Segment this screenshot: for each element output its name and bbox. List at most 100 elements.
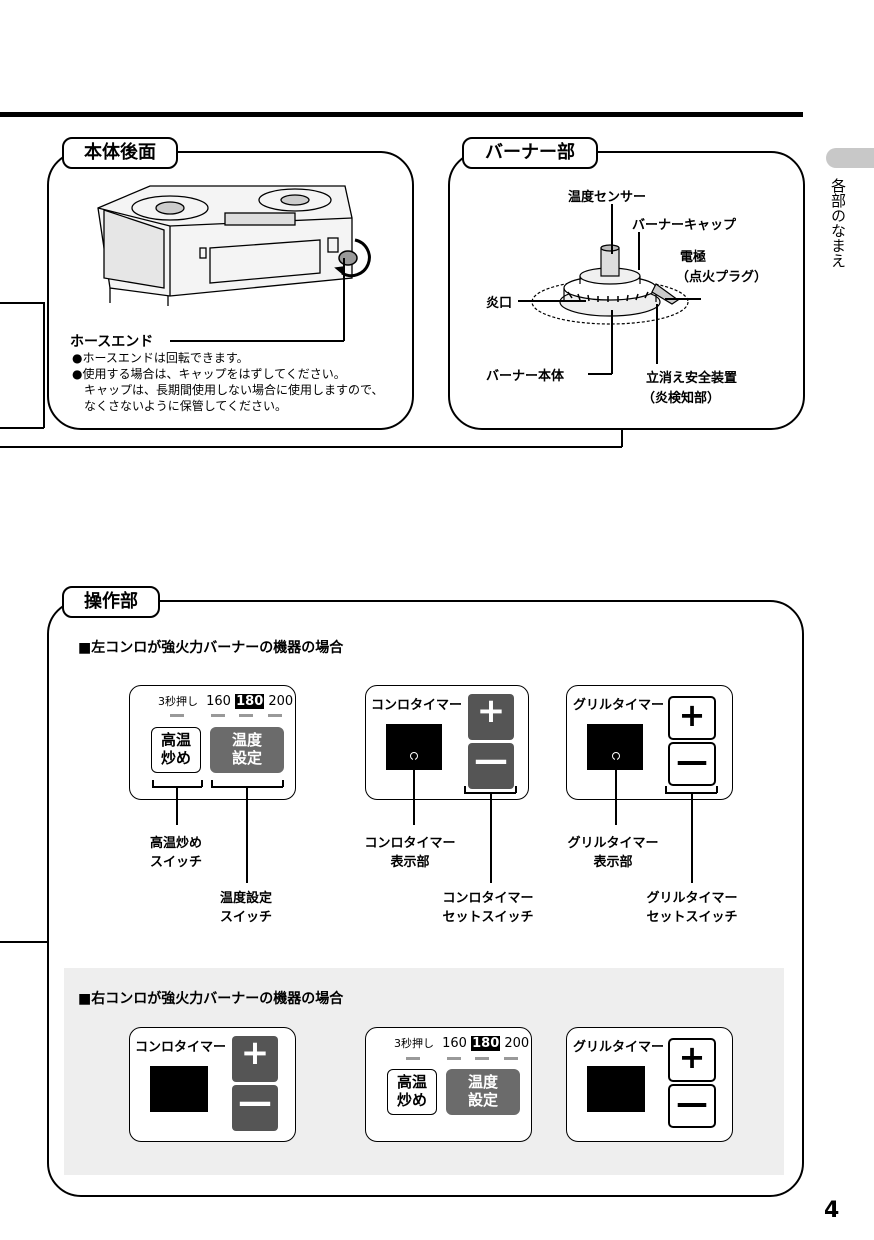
bracket	[464, 786, 466, 793]
konro-plus-button-right[interactable]: +	[232, 1036, 278, 1082]
hose-label: ホースエンド	[70, 334, 154, 350]
temp-set-button[interactable]: 温度 設定	[210, 727, 284, 773]
label-flame-port: 炎口	[486, 296, 513, 311]
bracket	[152, 780, 154, 787]
konro-plus-button[interactable]: +	[468, 694, 514, 740]
hose-note-1: ●ホースエンドは回転できます。	[72, 351, 249, 365]
callout-grill-set-2: セットスイッチ	[646, 910, 738, 925]
leader	[518, 300, 586, 302]
indicator	[239, 714, 253, 717]
bracket	[201, 780, 203, 787]
callout-temp-set-1: 温度設定	[219, 891, 272, 906]
burner-tab: バーナー部	[462, 137, 598, 169]
press3-label: 3秒押し	[158, 695, 198, 708]
label-flame-detector: （炎検知部）	[642, 391, 721, 406]
hose-note-4: なくさないように保管してください。	[84, 399, 288, 413]
konro-minus-button[interactable]: —	[468, 743, 514, 789]
bracket	[152, 786, 202, 788]
konro-timer-title: コンロタイマー	[371, 698, 463, 713]
label-electrode: 電極	[680, 250, 707, 265]
temp-160-right: 160	[442, 1036, 467, 1051]
high-temp-button-line-2: 炒め	[160, 749, 191, 767]
high-temp-button-right-line-2: 炒め	[396, 1091, 427, 1109]
callout-konro-disp-2: 表示部	[390, 855, 430, 870]
side-tab-label: 各部のなまえ	[829, 178, 847, 268]
bracket	[515, 786, 517, 793]
grill-plus-button-right[interactable]: +	[668, 1038, 716, 1082]
temp-180: 180	[235, 694, 265, 709]
callout-grill-disp: グリルタイマー 表示部	[553, 832, 673, 870]
hose-leader	[170, 340, 344, 342]
left-heading: ■左コンロが強火力バーナーの機器の場合	[78, 640, 344, 656]
page-number: 4	[824, 1198, 840, 1223]
leader	[656, 304, 658, 364]
callout-konro-set-2: セットスイッチ	[442, 910, 534, 925]
stove-rear-illustration	[97, 185, 371, 306]
hose-note-2: ●使用する場合は、キャップをはずしてください。	[72, 367, 346, 381]
hose-note-3: キャップは、長期間使用しない場合に使用しますので、	[84, 383, 384, 397]
indicator	[504, 1057, 518, 1060]
leader	[413, 758, 415, 825]
callout-konro-set: コンロタイマー セットスイッチ	[428, 887, 548, 925]
high-temp-button[interactable]: 高温 炒め	[151, 727, 201, 773]
connector-line	[0, 427, 44, 429]
konro-minus-button-right[interactable]: —	[232, 1085, 278, 1131]
grill-timer-display-right	[587, 1066, 645, 1112]
callout-konro-disp: コンロタイマー 表示部	[350, 832, 470, 870]
indicator	[170, 714, 184, 717]
label-burner-body: バーナー本体	[486, 369, 565, 384]
label-ignition-plug: （点火プラグ）	[676, 270, 768, 285]
leader	[615, 758, 617, 825]
grill-minus-button[interactable]: —	[668, 742, 716, 786]
temp-row-right: 3秒押し 160 180 200	[394, 1035, 529, 1051]
header-rule	[0, 112, 803, 117]
high-temp-button-right[interactable]: 高温 炒め	[387, 1069, 437, 1115]
grill-minus-button-right[interactable]: —	[668, 1084, 716, 1128]
temp-180-right: 180	[471, 1036, 501, 1051]
leader	[176, 787, 178, 825]
right-heading: ■右コンロが強火力バーナーの機器の場合	[78, 991, 344, 1007]
konro-timer-display-right	[150, 1066, 208, 1112]
konro-timer-title-right: コンロタイマー	[135, 1040, 227, 1055]
ops-tab: 操作部	[62, 586, 160, 618]
temp-200: 200	[268, 694, 294, 709]
temp-set-button-right-line-2: 設定	[467, 1091, 498, 1109]
high-temp-button-right-line-1: 高温	[396, 1073, 427, 1091]
leader	[588, 373, 612, 375]
leader	[490, 793, 492, 883]
bracket	[665, 792, 717, 794]
label-safety-device: 立消え安全装置	[646, 371, 738, 386]
indicator	[211, 714, 225, 717]
leader	[638, 232, 640, 270]
leader	[691, 793, 693, 883]
connector-line	[621, 428, 623, 447]
indicator	[268, 714, 282, 717]
temp-set-button-line-1: 温度	[231, 731, 262, 749]
bracket	[464, 792, 516, 794]
indicator	[406, 1057, 420, 1060]
label-temp-sensor: 温度センサー	[568, 190, 647, 205]
high-temp-button-line-1: 高温	[160, 731, 191, 749]
temp-row-left: 3秒押し 160 180 200	[158, 693, 293, 709]
callout-high-temp-2: スイッチ	[149, 855, 202, 870]
temp-set-button-right[interactable]: 温度 設定	[446, 1069, 520, 1115]
callout-grill-disp-2: 表示部	[593, 855, 633, 870]
leader	[611, 310, 613, 374]
callout-konro-set-1: コンロタイマー	[442, 891, 534, 906]
callout-high-temp-1: 高温炒め	[149, 836, 202, 851]
label-burner-cap: バーナーキャップ	[632, 218, 737, 233]
press3-label-right: 3秒押し	[394, 1037, 434, 1050]
grill-timer-title-right: グリルタイマー	[573, 1040, 665, 1055]
bracket	[211, 780, 213, 787]
connector-line	[43, 302, 45, 428]
bracket	[665, 786, 667, 793]
callout-grill-set: グリルタイマー セットスイッチ	[632, 887, 752, 925]
grill-plus-button[interactable]: +	[668, 696, 716, 740]
leader	[665, 298, 701, 300]
side-tab-marker	[826, 148, 874, 168]
temp-set-button-right-line-1: 温度	[467, 1073, 498, 1091]
connector-line	[0, 302, 44, 304]
leader	[611, 204, 613, 254]
bracket	[716, 786, 718, 793]
callout-grill-disp-1: グリルタイマー	[567, 836, 659, 851]
